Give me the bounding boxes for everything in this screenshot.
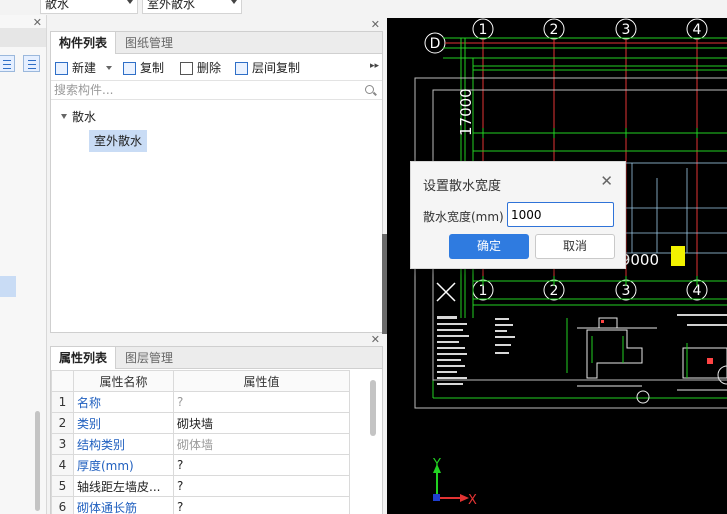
close-icon[interactable]: ✕ [600, 172, 613, 190]
ucs-y-label: Y [432, 457, 441, 472]
tab-layer-manager[interactable]: 图层管理 [125, 351, 174, 365]
delete-label: 删除 [197, 61, 222, 75]
row-index: 5 [51, 475, 74, 497]
layer-select[interactable]: 散水 [40, 0, 138, 14]
table-row[interactable]: 3 结构类别 砌体墙 [51, 433, 350, 455]
table-row[interactable]: 2 类别 砌块墙 [51, 412, 350, 434]
copy-label: 复制 [140, 61, 165, 75]
width-field-label: 散水宽度(mm) [423, 210, 504, 224]
property-panel: ✕ 属性列表 图层管理 属性名称 属性值 1 名称 ? [50, 333, 383, 514]
component-list-panel: ✕ 构件列表 图纸管理 新建 复制 删除 层间复制 ▸▸ [50, 18, 383, 333]
row-index: 2 [51, 412, 74, 434]
property-table: 属性名称 属性值 1 名称 ? 2 类别 砌块墙 [51, 370, 382, 514]
row-index: 3 [51, 433, 74, 455]
copy-icon [123, 61, 136, 75]
component-select[interactable]: 室外散水 [142, 0, 242, 14]
new-label: 新建 [72, 61, 97, 75]
property-value[interactable]: 砌体墙 [173, 433, 350, 455]
search-icon[interactable] [365, 85, 374, 94]
floor-copy-icon [235, 61, 248, 75]
row-index: 1 [51, 391, 74, 413]
delete-button[interactable]: 删除 [180, 59, 221, 77]
chevron-down-icon[interactable] [106, 66, 113, 70]
left-panel-scrollbar[interactable] [35, 411, 40, 511]
dimension-vertical: 17000 [457, 88, 475, 136]
tab-property-list[interactable]: 属性列表 [51, 347, 117, 369]
property-panel-tabs: 属性列表 图层管理 [51, 347, 382, 369]
axis-bottom-2: 2 [550, 283, 559, 299]
property-value[interactable]: ? [173, 496, 350, 514]
table-row[interactable]: 1 名称 ? [51, 391, 350, 413]
property-name: 轴线距左墙皮... [73, 475, 174, 497]
floor-copy-label: 层间复制 [252, 61, 301, 75]
trash-icon [180, 61, 193, 75]
cancel-button[interactable]: 取消 [535, 234, 615, 259]
tab-drawing-manager[interactable]: 图纸管理 [125, 36, 174, 50]
detail-view-icon[interactable] [23, 55, 40, 72]
row-index: 6 [51, 496, 74, 514]
tab-component-list[interactable]: 构件列表 [51, 32, 117, 54]
table-row[interactable]: 5 轴线距左墙皮... ? [51, 475, 350, 497]
dimension-inner: 9000 [621, 251, 659, 269]
axis-top-2: 2 [550, 22, 559, 38]
component-select-value: 室外散水 [147, 0, 196, 11]
property-name: 结构类别 [73, 433, 174, 455]
property-value[interactable]: ? [173, 475, 350, 497]
chevron-down-icon [127, 0, 133, 4]
property-name: 类别 [73, 412, 174, 434]
column-header-value: 属性值 [173, 370, 350, 392]
axis-bottom-3: 3 [622, 283, 631, 299]
left-panel-header [0, 28, 46, 47]
tree-node-root[interactable]: 散水 [61, 108, 96, 125]
top-select-bar: 散水 室外散水 [0, 0, 387, 15]
component-search [51, 80, 382, 100]
new-icon [55, 61, 68, 75]
copy-button[interactable]: 复制 [123, 59, 164, 77]
table-header-row: 属性名称 属性值 [51, 370, 350, 392]
left-panel-selected-item[interactable] [0, 276, 16, 297]
component-panel-tabs: 构件列表 图纸管理 [51, 32, 382, 54]
property-name: 名称 [73, 391, 174, 413]
component-toolbar: 新建 复制 删除 层间复制 ▸▸ [51, 55, 382, 80]
dialog-title: 设置散水宽度 [423, 179, 502, 194]
property-value[interactable]: ? [173, 454, 350, 476]
axis-bottom-4: 4 [693, 283, 702, 299]
ucs-x-label: X [468, 493, 477, 508]
close-icon[interactable]: ✕ [32, 16, 42, 29]
column-header-name: 属性名称 [73, 370, 174, 392]
axis-top-3: 3 [622, 22, 631, 38]
width-input[interactable] [507, 202, 614, 227]
tree-node-selected[interactable]: 室外散水 [89, 130, 148, 152]
axis-top-1: 1 [479, 22, 488, 38]
axis-left-d: D [430, 36, 441, 52]
panel-collapse-handle[interactable] [382, 234, 387, 334]
property-name: 厚度(mm) [73, 454, 174, 476]
table-row[interactable]: 4 厚度(mm) ? [51, 454, 350, 476]
floor-copy-button[interactable]: 层间复制 [235, 59, 300, 77]
property-name: 砌体通长筋 [73, 496, 174, 514]
set-apron-width-dialog: 设置散水宽度 ✕ 散水宽度(mm) 确定 取消 [410, 161, 626, 269]
property-value[interactable]: 砌块墙 [173, 412, 350, 434]
table-row[interactable]: 6 砌体通长筋 ? [51, 496, 350, 514]
property-scrollbar[interactable] [370, 380, 376, 436]
axis-top-4: 4 [693, 22, 702, 38]
ok-button[interactable]: 确定 [449, 234, 529, 259]
list-view-icon[interactable] [0, 55, 15, 72]
close-icon[interactable]: ✕ [370, 333, 380, 346]
caret-down-icon[interactable] [61, 114, 67, 119]
left-panel: ✕ [0, 15, 47, 514]
close-icon[interactable]: ✕ [370, 18, 380, 31]
property-value[interactable]: ? [173, 391, 350, 413]
tree-root-label: 散水 [72, 110, 97, 124]
chevron-down-icon [231, 0, 237, 4]
axis-bottom-1: 1 [479, 283, 488, 299]
new-button[interactable]: 新建 [55, 59, 113, 77]
search-input[interactable] [51, 81, 351, 99]
row-index: 4 [51, 454, 74, 476]
index-header [51, 370, 74, 392]
layer-select-value: 散水 [45, 0, 70, 11]
more-icon[interactable]: ▸▸ [369, 61, 379, 71]
